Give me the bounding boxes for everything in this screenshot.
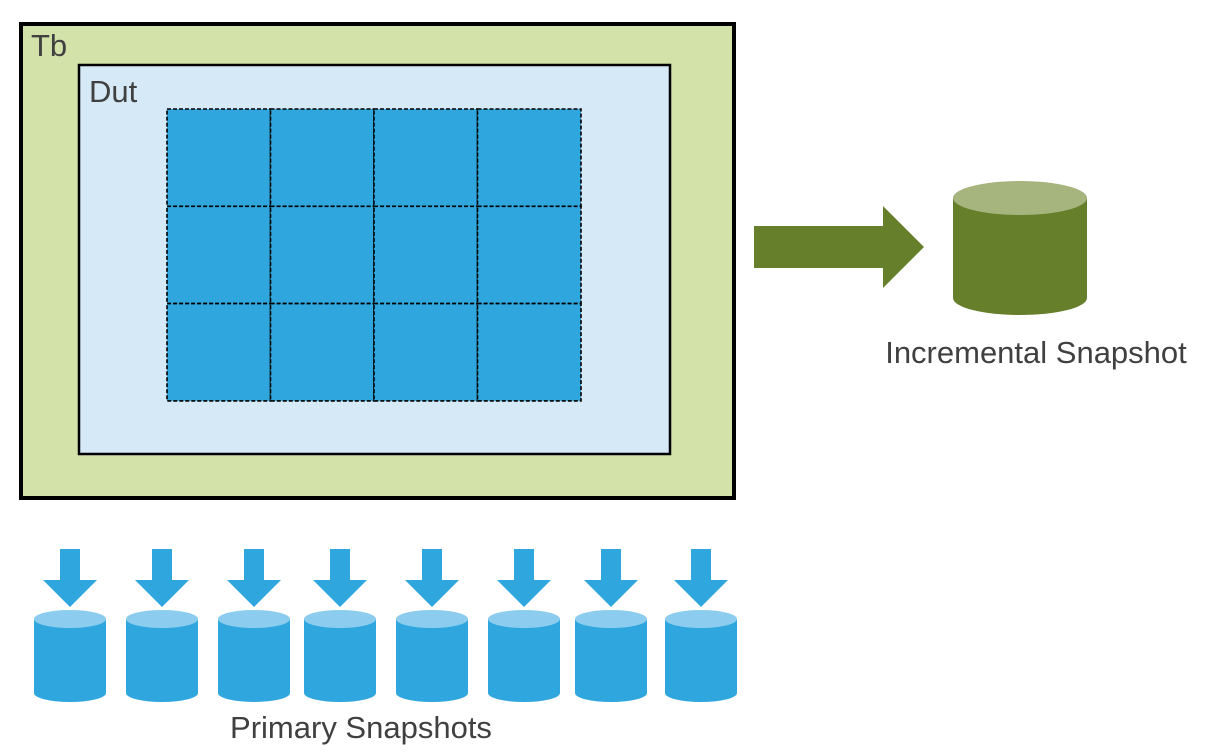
down-arrow-icon (313, 549, 367, 607)
database-icon (575, 610, 647, 702)
grid-block (373, 205, 479, 305)
dut-label: Dut (89, 74, 138, 109)
primary-snapshot (575, 549, 647, 702)
down-arrow-icon (584, 549, 638, 607)
primary-snapshot (218, 549, 290, 702)
down-arrow-icon (135, 549, 189, 607)
primary-snapshot (396, 549, 468, 702)
primary-snapshot (34, 549, 106, 702)
block-grid (166, 108, 582, 402)
database-icon (396, 610, 468, 702)
primary-snapshot (488, 549, 560, 702)
down-arrow-icon (405, 549, 459, 607)
database-icon (218, 610, 290, 702)
database-icon (34, 610, 106, 702)
grid-block (269, 108, 375, 208)
grid-block (166, 108, 272, 208)
primary-snapshot (665, 549, 737, 702)
database-icon (665, 610, 737, 702)
down-arrow-icon (497, 549, 551, 607)
down-arrow-icon (227, 549, 281, 607)
incremental-snapshot-database-icon (953, 181, 1087, 315)
grid-block (476, 108, 582, 208)
database-icon (126, 610, 198, 702)
primary-snapshot (126, 549, 198, 702)
primary-snapshot (304, 549, 376, 702)
incremental-snapshot-label: Incremental Snapshot (885, 335, 1187, 370)
grid-block (476, 302, 582, 402)
down-arrow-icon (43, 549, 97, 607)
down-arrow-icon (674, 549, 728, 607)
grid-block (373, 108, 479, 208)
primary-snapshots-row (34, 549, 737, 702)
database-icon (304, 610, 376, 702)
grid-block (269, 205, 375, 305)
database-icon (488, 610, 560, 702)
tb-label: Tb (31, 28, 67, 63)
grid-block (166, 302, 272, 402)
grid-block (269, 302, 375, 402)
grid-block (373, 302, 479, 402)
grid-block (166, 205, 272, 305)
primary-snapshots-label: Primary Snapshots (230, 710, 492, 745)
right-arrow-icon (754, 206, 924, 288)
grid-block (476, 205, 582, 305)
